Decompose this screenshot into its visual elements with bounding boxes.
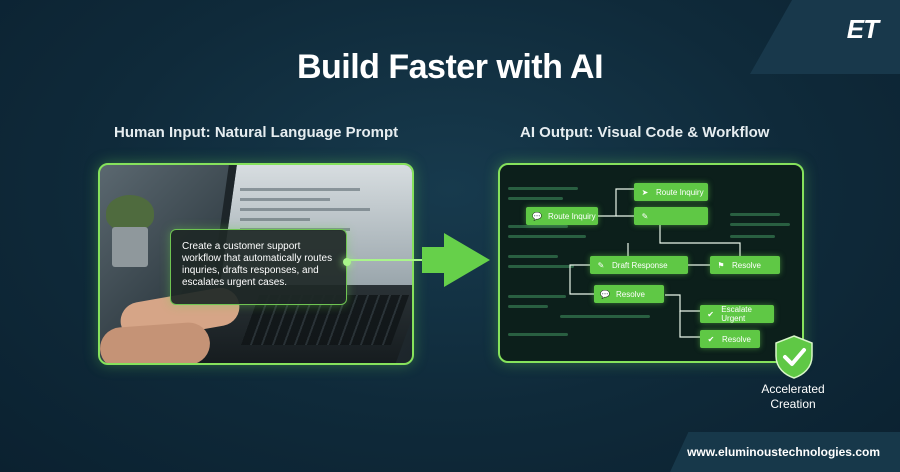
workflow-node-route-inquiry-2[interactable]: 💬 Route Inquiry bbox=[526, 207, 598, 225]
code-line bbox=[508, 295, 566, 298]
human-input-label: Human Input: Natural Language Prompt bbox=[114, 124, 399, 141]
chat-icon: 💬 bbox=[532, 211, 542, 221]
prompt-text: Create a customer support workflow that … bbox=[182, 241, 333, 288]
cursor-dot-icon bbox=[343, 258, 351, 266]
human-input-panel: Create a customer support workflow that … bbox=[98, 163, 414, 365]
pencil-icon: ✎ bbox=[597, 260, 605, 270]
code-line bbox=[508, 187, 578, 190]
brand-logo[interactable]: ET bbox=[846, 14, 879, 44]
code-line bbox=[508, 333, 568, 336]
plant-icon bbox=[106, 195, 154, 231]
code-line bbox=[508, 235, 586, 238]
shield-check-icon bbox=[775, 335, 813, 379]
code-line bbox=[508, 255, 558, 258]
workflow-node-edit[interactable]: ✎ bbox=[634, 207, 708, 225]
footer-bar bbox=[670, 432, 900, 472]
workflow-node-resolve-2[interactable]: 💬 Resolve bbox=[594, 285, 664, 303]
node-label: Resolve bbox=[722, 334, 751, 344]
node-label: Resolve bbox=[616, 289, 645, 299]
badge-line-1: Accelerated bbox=[761, 382, 825, 396]
website-link[interactable]: www.eluminoustechnologies.com bbox=[687, 445, 880, 459]
node-label: Escalate Urgent bbox=[721, 305, 752, 323]
code-line bbox=[730, 223, 790, 226]
prompt-bubble: Create a customer support workflow that … bbox=[170, 229, 347, 305]
check-icon: ✔ bbox=[707, 334, 715, 344]
code-line bbox=[508, 225, 568, 228]
ai-output-label: AI Output: Visual Code & Workflow bbox=[520, 124, 770, 141]
workflow-node-escalate-urgent[interactable]: ✔ Escalate Urgent bbox=[700, 305, 774, 323]
arrow-icon bbox=[348, 233, 490, 287]
workflow-node-resolve[interactable]: ⚑ Resolve bbox=[710, 256, 780, 274]
code-line bbox=[508, 197, 563, 200]
code-line bbox=[730, 235, 775, 238]
chat-icon: 💬 bbox=[600, 289, 610, 299]
plant-pot bbox=[112, 227, 148, 267]
node-label: Route Inquiry bbox=[548, 211, 596, 221]
code-line bbox=[730, 213, 780, 216]
workflow-node-route-inquiry[interactable]: ➤ Route Inquiry bbox=[634, 183, 708, 201]
badge-line-2: Creation bbox=[770, 397, 816, 411]
arrow-icon: ➤ bbox=[641, 187, 649, 197]
accelerated-creation-label: Accelerated Creation bbox=[745, 382, 841, 412]
check-icon: ✔ bbox=[707, 309, 714, 319]
ai-output-panel: ➤ Route Inquiry 💬 Route Inquiry ✎ ✎ Draf… bbox=[498, 163, 804, 363]
node-label: Draft Response bbox=[612, 260, 668, 270]
node-label: Resolve bbox=[732, 260, 761, 270]
code-line bbox=[508, 305, 548, 308]
hand-image bbox=[100, 321, 212, 363]
pencil-icon: ✎ bbox=[641, 211, 649, 221]
workflow-node-resolve-3[interactable]: ✔ Resolve bbox=[700, 330, 760, 348]
headline: Build Faster with AI bbox=[296, 48, 604, 86]
workflow-node-draft-response[interactable]: ✎ Draft Response bbox=[590, 256, 688, 274]
code-line bbox=[560, 315, 650, 318]
workflow-connectors bbox=[569, 188, 741, 338]
flag-icon: ⚑ bbox=[717, 260, 725, 270]
code-line bbox=[508, 265, 574, 268]
node-label: Route Inquiry bbox=[656, 187, 704, 197]
